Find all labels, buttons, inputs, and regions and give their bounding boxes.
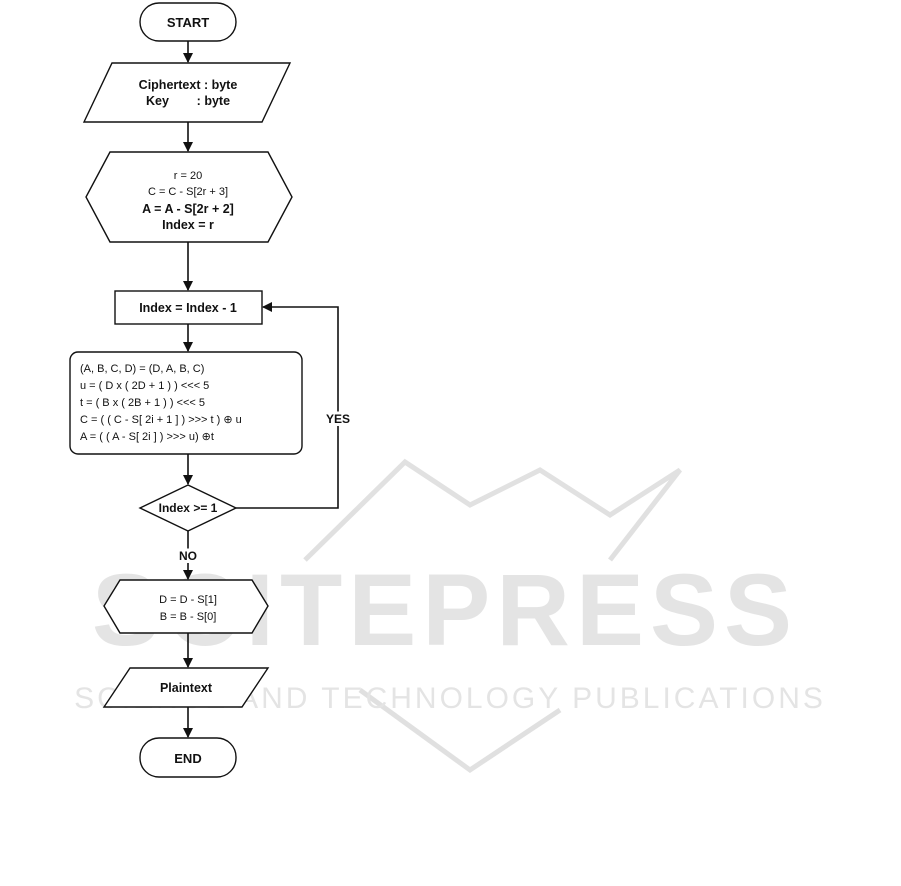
end-label: END <box>174 751 201 766</box>
yes-label: YES <box>326 412 350 426</box>
round-line-swap: (A, B, C, D) = (D, A, B, C) <box>80 363 204 375</box>
no-label: NO <box>179 549 197 563</box>
start-label: START <box>167 15 209 30</box>
connector-yes-loop <box>236 302 339 509</box>
output-parallelogram <box>102 667 270 708</box>
final-hexagon <box>103 579 269 634</box>
input-line-ciphertext: Ciphertext : byte <box>139 78 238 92</box>
decrement-label: Index = Index - 1 <box>139 301 237 315</box>
round-process <box>69 351 303 455</box>
output-label: Plaintext <box>160 681 213 695</box>
round-line-u: u = ( D x ( 2D + 1 ) ) <<< 5 <box>80 380 209 392</box>
round-line-t: t = ( B x ( 2B + 1 ) ) <<< 5 <box>80 397 205 409</box>
decrement-process <box>114 290 263 325</box>
round-line-a: A = ( ( A - S[ 2i ] ) >>> u) ⊕t <box>80 431 214 443</box>
final-line-d: D = D - S[1] <box>159 594 217 606</box>
round-line-c: C = ( ( C - S[ 2i + 1 ] ) >>> t ) ⊕ u <box>80 414 242 426</box>
init-line-a: A = A - S[2r + 2] <box>142 202 234 216</box>
init-hexagon <box>85 151 293 243</box>
input-parallelogram <box>82 62 292 123</box>
decision-label: Index >= 1 <box>159 501 218 515</box>
init-line-r: r = 20 <box>174 170 202 182</box>
end-terminator <box>139 737 237 778</box>
final-line-b: B = B - S[0] <box>160 611 217 623</box>
init-line-c: C = C - S[2r + 3] <box>148 186 228 198</box>
init-line-index: Index = r <box>162 218 214 232</box>
input-line-key: Key : byte <box>146 94 230 108</box>
